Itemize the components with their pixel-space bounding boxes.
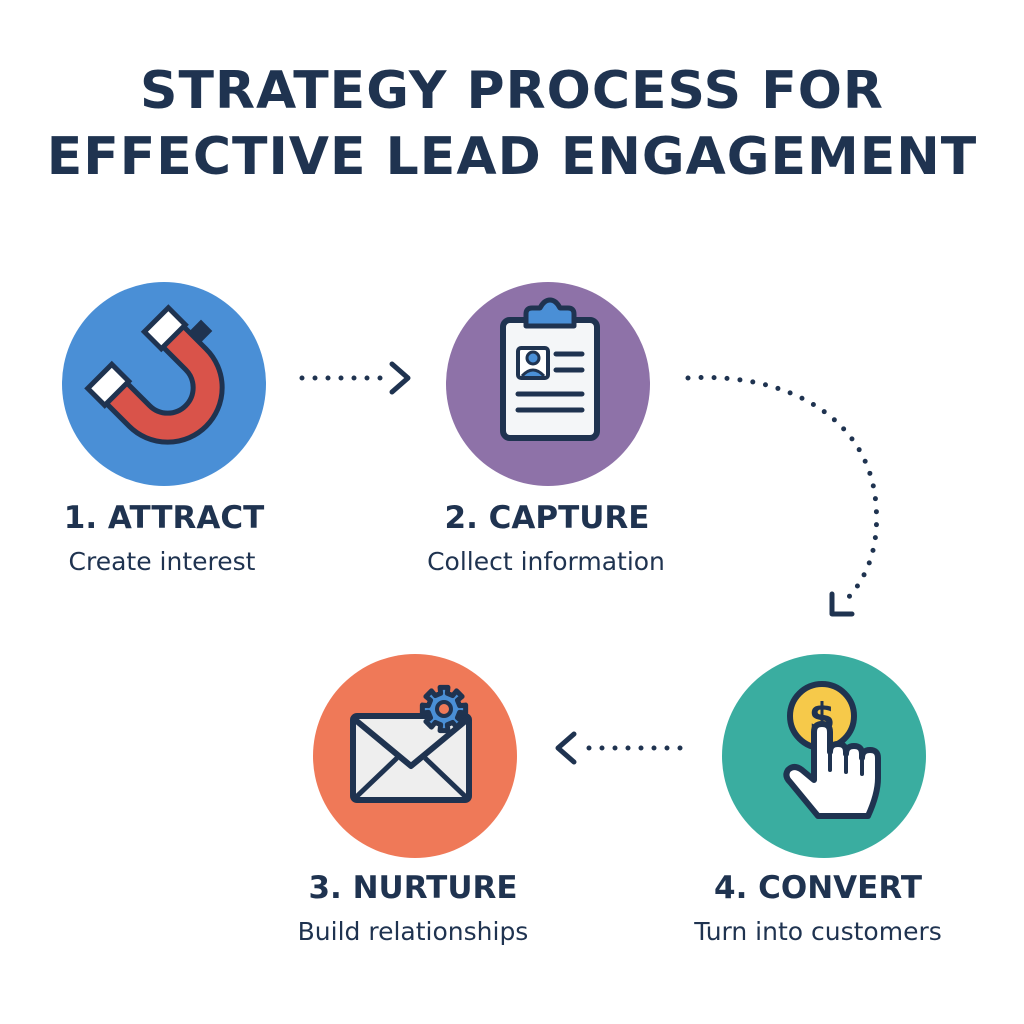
magnet-icon [84, 304, 225, 445]
step-attract-circle [62, 282, 266, 486]
step-capture-title: 2. CAPTURE [444, 500, 650, 536]
step-nurture-title: 3. NURTURE [308, 870, 518, 906]
step-capture-circle [446, 282, 650, 486]
gear-icon [419, 684, 469, 734]
connector-attract-to-capture [299, 361, 411, 395]
connector-convert-to-nurture [555, 731, 683, 765]
connector-capture-to-convert [685, 374, 880, 617]
step-attract-title: 1. ATTRACT [63, 500, 265, 536]
step-convert-title: 4. CONVERT [714, 870, 922, 906]
step-convert-desc: Turn into customers [694, 917, 942, 946]
page-title: STRATEGY PROCESS FOR EFFECTIVE LEAD ENGA… [0, 58, 1024, 190]
arrow-right-icon [389, 361, 411, 395]
arrow-left-icon [555, 731, 577, 765]
pointing-hand-icon [783, 721, 881, 819]
arrow-down-left-icon [829, 591, 855, 617]
clipboard-icon [500, 297, 600, 441]
step-nurture-circle [313, 654, 517, 858]
title-line-1: STRATEGY PROCESS FOR [140, 61, 884, 121]
envelope-gear-icon [350, 684, 472, 803]
step-capture-desc: Collect information [427, 547, 665, 576]
title-line-2: EFFECTIVE LEAD ENGAGEMENT [46, 127, 978, 187]
step-convert-circle: $ [722, 654, 926, 858]
step-attract-desc: Create interest [68, 547, 256, 576]
coin-hand-icon: $ [783, 681, 881, 819]
step-nurture-desc: Build relationships [297, 917, 529, 946]
